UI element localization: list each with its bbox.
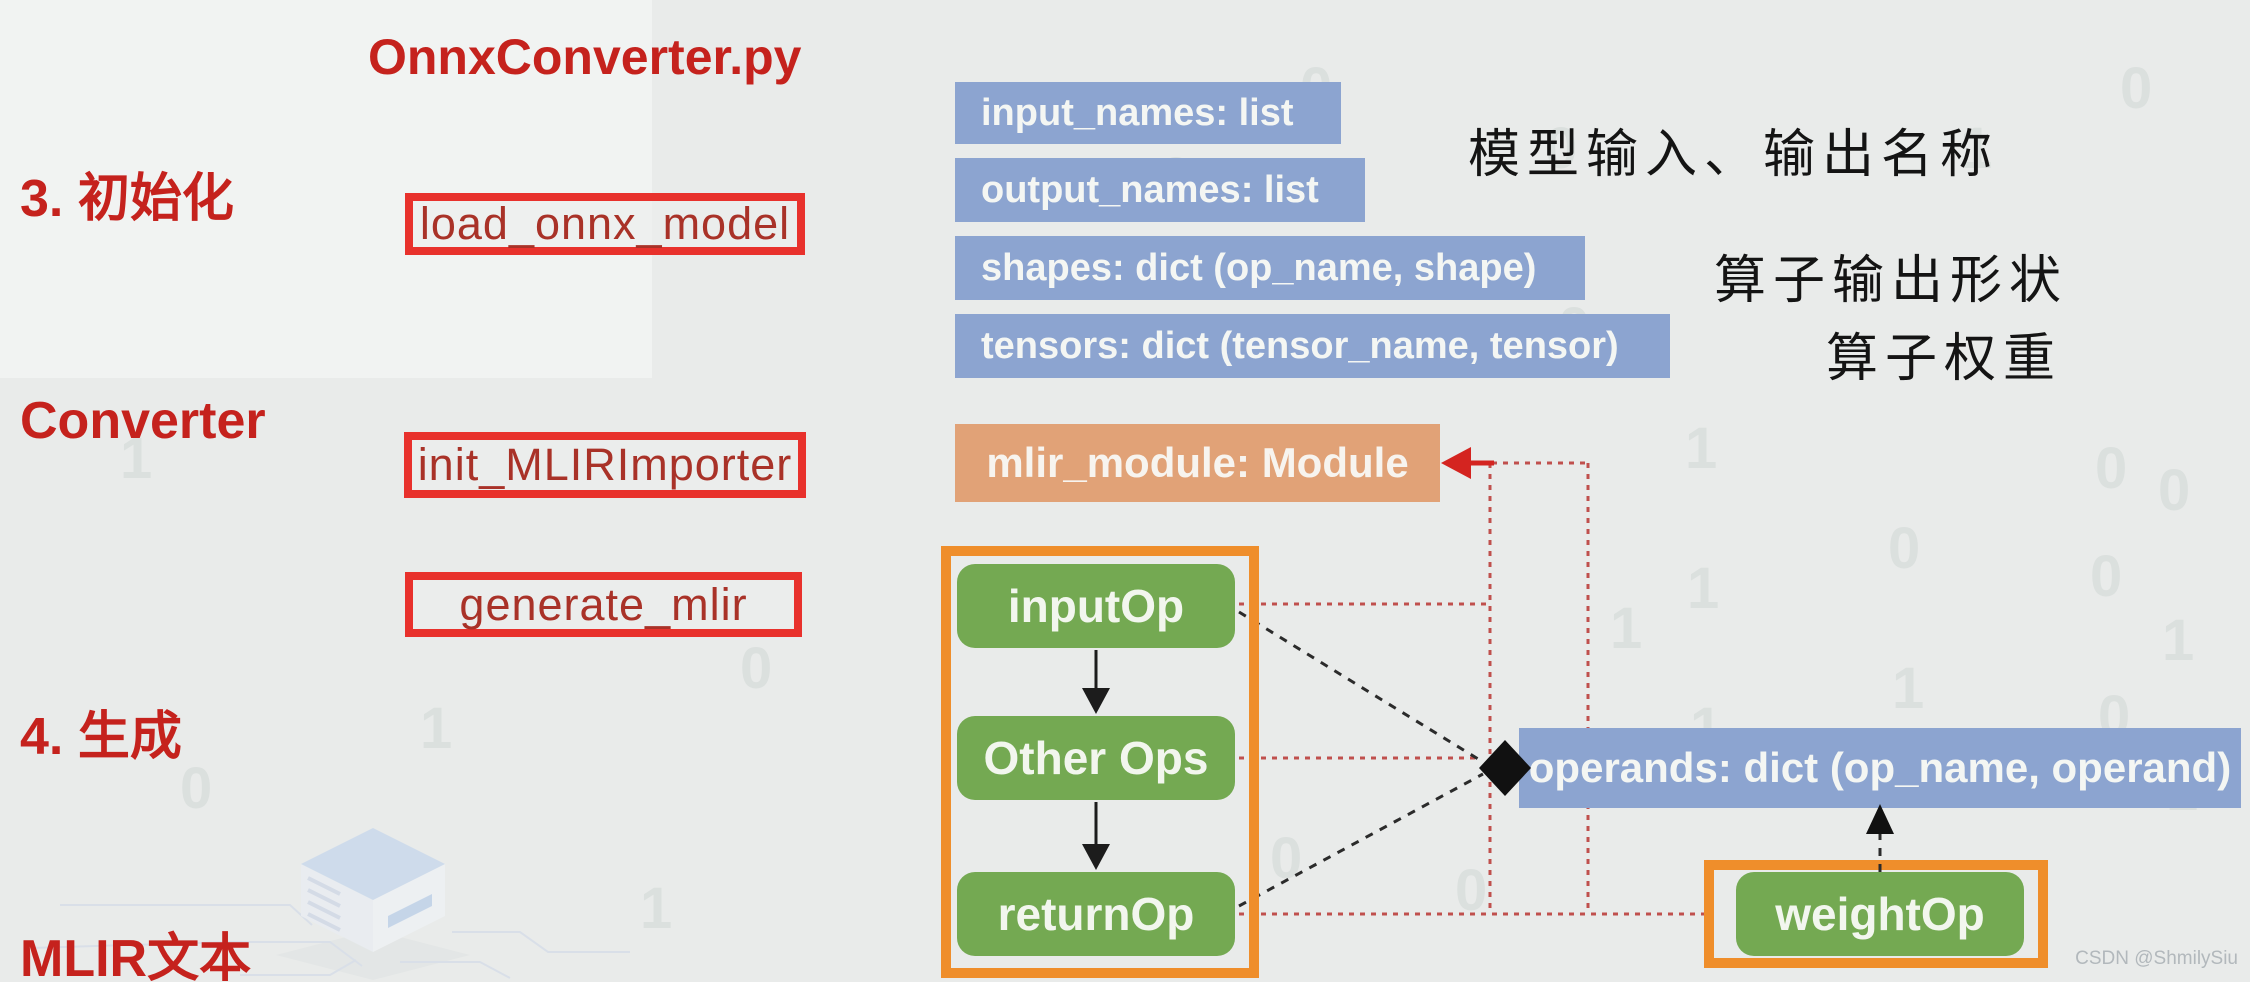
- annotation-op-weights: 算子权重: [1826, 330, 2063, 388]
- op-box-inputop: inputOp: [957, 564, 1235, 648]
- background-binary-glyph: 1: [1960, 116, 1993, 181]
- background-binary-glyph: 0: [1545, 116, 1578, 181]
- step3-header-line1: 3. 初始化: [20, 170, 234, 228]
- step4-header: 4. 生成 MLIR文本: [20, 552, 251, 982]
- step4-header-line1: 4. 生成: [20, 708, 182, 766]
- attr-box-output-names: output_names: list: [955, 158, 1365, 222]
- attr-box-shapes: shapes: dict (op_name, shape): [955, 236, 1585, 300]
- background-binary-glyph: 0: [2090, 544, 2123, 609]
- background-binary-glyph: 1: [1892, 656, 1925, 721]
- annotation-op-output-shape: 算子输出形状: [1714, 252, 2069, 310]
- op-box-otherops: Other Ops: [957, 716, 1235, 800]
- background-binary-glyph: 1: [420, 696, 453, 761]
- background-binary-glyph: 0: [2158, 458, 2191, 523]
- method-label-init-mlirimporter: init_MLIRImporter: [417, 439, 793, 490]
- background-binary-glyph: 1: [1685, 416, 1718, 481]
- attr-box-input-names: input_names: list: [955, 82, 1341, 144]
- background-binary-glyph: 0: [740, 636, 773, 701]
- attr-box-tensors: tensors: dict (tensor_name, tensor): [955, 314, 1670, 378]
- background-light-wash: [0, 0, 652, 378]
- method-box-load-onnx-model: load_onnx_model: [405, 193, 805, 255]
- method-label-generate-mlir: generate_mlir: [459, 578, 748, 630]
- operands-box: operands: dict (op_name, operand): [1519, 728, 2241, 808]
- step3-header: 3. 初始化 Converter: [20, 14, 266, 606]
- background-binary-glyph: 0: [1888, 516, 1921, 581]
- background-binary-glyph: 1: [640, 876, 673, 941]
- method-box-generate-mlir: generate_mlir: [405, 572, 802, 637]
- background-binary-glyph: 1: [120, 426, 153, 491]
- background-binary-glyph: 0: [1455, 858, 1488, 923]
- op-box-weightop: weightOp: [1736, 872, 2024, 956]
- background-binary-glyph: 1: [2162, 608, 2195, 673]
- mlir-module-box: mlir_module: Module: [955, 424, 1440, 502]
- background-binary-glyph: 0: [2120, 56, 2153, 121]
- background-binary-glyph: 1: [1687, 556, 1720, 621]
- background-binary-glyph: 0: [2095, 436, 2128, 501]
- ops-container: [941, 546, 1259, 978]
- background-binary-glyph: 1: [1610, 596, 1643, 661]
- weightop-container: [1704, 860, 2048, 968]
- op-box-returnop: returnOp: [957, 872, 1235, 956]
- watermark-text: CSDN @ShmilySiu: [2075, 948, 2238, 969]
- step4-header-line2: MLIR文本: [20, 930, 252, 982]
- method-label-load-onnx-model: load_onnx_model: [419, 198, 791, 249]
- background-binary-glyph: 0: [1270, 826, 1303, 891]
- method-box-init-mlirimporter: init_MLIRImporter: [404, 432, 806, 498]
- annotation-model-io-names: 模型输入、输出名称: [1468, 126, 2000, 184]
- page-title: OnnxConverter.py: [368, 29, 802, 85]
- step3-header-line2: Converter: [20, 392, 266, 450]
- background-binary-glyph: 0: [180, 756, 213, 821]
